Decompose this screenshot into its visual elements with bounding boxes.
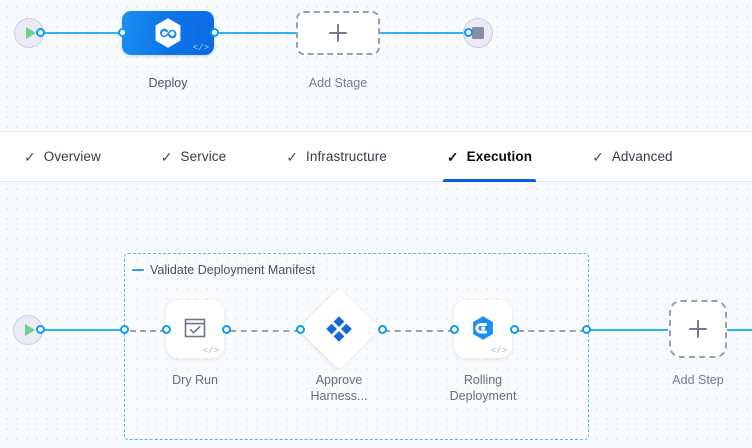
tab-overview[interactable]: ✓ Overview (10, 131, 115, 182)
connector-dryrun-to-approve (230, 330, 300, 332)
connector-dot-dryrun-in[interactable] (162, 325, 171, 334)
tab-label: Advanced (611, 149, 673, 164)
step-node-dry-run[interactable]: </> (166, 300, 224, 358)
connector-dot-group-out[interactable] (582, 325, 591, 334)
connector-dot-dryrun-out[interactable] (222, 325, 231, 334)
connector-start-to-group (38, 329, 126, 331)
connector-rolling-to-groupend (518, 330, 586, 332)
check-icon: ✓ (446, 148, 459, 165)
tab-advanced[interactable]: ✓ Advanced (578, 131, 687, 182)
connector-dot-exec-start-out[interactable] (36, 325, 45, 334)
connector-dot-rolling-in[interactable] (450, 325, 459, 334)
connector-addstage-to-end (380, 32, 468, 34)
step-code-tag: </> (490, 346, 507, 356)
connector-dot-approve-in[interactable] (296, 325, 305, 334)
check-icon: ✓ (592, 148, 604, 165)
connector-dot-start-out[interactable] (36, 28, 45, 37)
approval-diamond-icon (326, 316, 352, 342)
step-group-header[interactable]: Validate Deployment Manifest (132, 263, 315, 277)
connector-addstep-out (726, 329, 752, 331)
step-label-dry-run: Dry Run (172, 373, 218, 387)
add-step-label: Add Step (672, 373, 724, 387)
step-label-approve-harness: Approve Harness... (310, 373, 368, 403)
add-stage-label: Add Stage (308, 76, 368, 90)
check-icon: ✓ (286, 148, 298, 165)
connector-dot-end-in[interactable] (464, 28, 473, 37)
active-tab-underline (442, 179, 537, 182)
minus-icon[interactable] (132, 269, 144, 271)
stage-label-deploy: Deploy (148, 76, 188, 90)
check-icon: ✓ (24, 148, 36, 165)
play-icon (25, 27, 36, 39)
play-icon (24, 324, 35, 336)
harness-deploy-icon (155, 18, 181, 48)
connector-dot-approve-out[interactable] (378, 325, 387, 334)
step-label-rolling-deployment: Rolling Deployment (449, 373, 517, 403)
tab-label: Execution (466, 149, 533, 164)
connector-approve-to-rolling (384, 330, 454, 332)
connector-start-to-deploy (38, 32, 124, 34)
connector-group-to-addstep (588, 329, 668, 331)
connector-dot-deploy-out[interactable] (210, 28, 219, 37)
tab-service[interactable]: ✓ Service (147, 131, 240, 182)
stage-canvas[interactable]: </> Deploy Add Stage (0, 0, 752, 131)
tab-infrastructure[interactable]: ✓ Infrastructure (272, 131, 401, 182)
connector-group-to-dryrun (130, 330, 166, 332)
step-group-title: Validate Deployment Manifest (150, 263, 316, 277)
plus-icon (689, 320, 707, 338)
stage-code-tag: </> (192, 43, 209, 53)
stop-icon (472, 27, 484, 39)
rolling-deployment-icon (473, 316, 493, 340)
stage-node-deploy[interactable]: </> (122, 11, 214, 55)
connector-dot-group-in[interactable] (120, 325, 129, 334)
connector-dot-rolling-out[interactable] (510, 325, 519, 334)
checkbox-check-icon (184, 318, 206, 338)
add-stage-button[interactable] (296, 11, 380, 55)
connector-deploy-to-addstage (214, 32, 300, 34)
tab-execution[interactable]: ✓ Execution (433, 131, 546, 182)
plus-icon (329, 24, 347, 42)
step-node-rolling-deployment[interactable]: </> (454, 300, 512, 358)
step-code-tag: </> (202, 346, 219, 356)
add-step-button[interactable] (669, 300, 727, 358)
execution-step-canvas[interactable]: Validate Deployment Manifest </> Dry Run (0, 182, 752, 448)
tab-label: Infrastructure (305, 149, 387, 164)
tab-label: Service (180, 149, 227, 164)
check-icon: ✓ (160, 148, 173, 165)
stage-config-tabs: ✓ Overview ✓ Service ✓ Infrastructure ✓ … (0, 131, 752, 182)
approval-diamond-icon-wrap (310, 300, 368, 358)
tab-label: Overview (43, 149, 101, 164)
connector-dot-deploy-in[interactable] (118, 28, 127, 37)
